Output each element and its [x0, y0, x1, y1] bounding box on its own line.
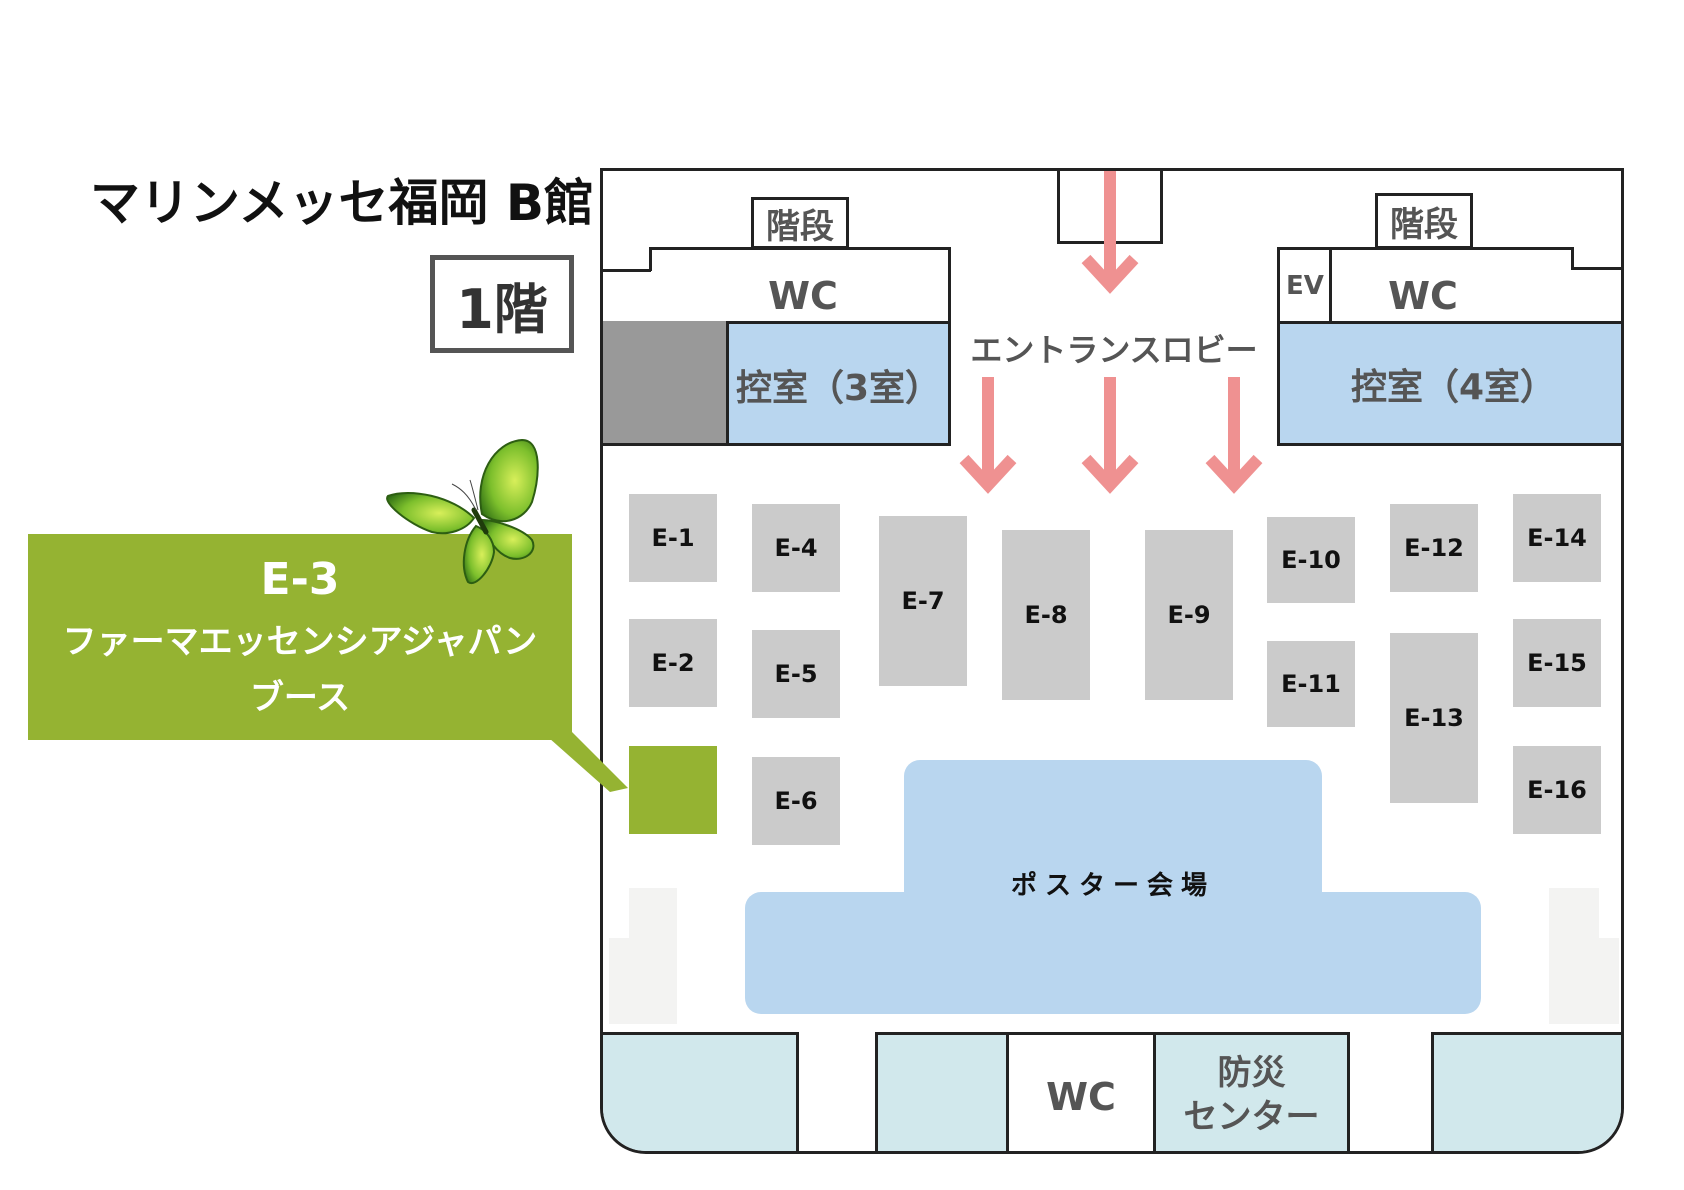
entrance-arrow-icon: [1081, 254, 1139, 294]
callout-booth-id: E-3: [260, 554, 340, 605]
entrance-lobby-label: エントランスロビー: [970, 331, 1258, 369]
lower-room-right: [1431, 1032, 1621, 1151]
booth-e-13[interactable]: E-13: [1390, 633, 1478, 803]
waiting-room-right-label: 控室（4室）: [1350, 366, 1557, 408]
booth-e-9[interactable]: E-9: [1145, 530, 1233, 700]
wall: [1277, 321, 1621, 324]
booth-e-11[interactable]: E-11: [1267, 641, 1355, 727]
disaster-center-label-1: 防災: [1217, 1052, 1286, 1093]
waiting-room-right: 控室（4室）: [1280, 324, 1621, 443]
side-stairs-right: [1595, 938, 1619, 1024]
wall: [603, 269, 651, 272]
booth-e-3-highlight[interactable]: [629, 746, 717, 834]
booth-e-2[interactable]: E-2: [629, 619, 717, 707]
wall: [649, 247, 652, 271]
side-stairs-left: [629, 888, 677, 1024]
wc-bottom: WC: [1006, 1032, 1156, 1151]
entrance-arrow-icon: [1081, 454, 1139, 494]
stairs-right: 階段: [1375, 193, 1473, 249]
lower-room-left: [603, 1032, 799, 1151]
wc-bottom-label: WC: [1046, 1075, 1116, 1119]
floor-plan: WC 階段 控室（3室） EV WC 階段 控室（4室） エントランスロビー: [600, 168, 1624, 1154]
side-stairs-right: [1549, 888, 1599, 1024]
side-stairs-left: [609, 938, 633, 1024]
waiting-room-left: 控室（3室）: [729, 324, 948, 445]
wall: [1277, 247, 1280, 445]
wall: [1571, 247, 1574, 269]
wall: [1571, 267, 1621, 270]
venue-title: マリンメッセ福岡 B館: [90, 174, 595, 232]
stairs-left-label: 階段: [766, 206, 834, 247]
booth-e-1[interactable]: E-1: [629, 494, 717, 582]
booth-e-15[interactable]: E-15: [1513, 619, 1601, 707]
callout-exhibitor-name: ファーマエッセンシアジャパン: [62, 622, 538, 662]
poster-area-label: ポスター会場: [1010, 870, 1215, 901]
floor-label: 1階: [430, 255, 574, 353]
wc-right-label: WC: [1388, 274, 1458, 318]
callout-booth-suffix: ブース: [249, 678, 351, 718]
booth-e-5[interactable]: E-5: [752, 630, 840, 718]
disaster-center: 防災 センター: [1153, 1032, 1350, 1151]
poster-area-bottom: [745, 892, 1481, 1014]
booth-e-8[interactable]: E-8: [1002, 530, 1090, 700]
entrance-arrow-icon: [959, 454, 1017, 494]
butterfly-icon: [386, 438, 539, 585]
elevator-label: EV: [1286, 271, 1324, 301]
waiting-room-left-label: 控室（3室）: [735, 367, 942, 409]
booth-e-4[interactable]: E-4: [752, 504, 840, 592]
wall: [948, 247, 951, 445]
booth-e-7[interactable]: E-7: [879, 516, 967, 686]
wall: [603, 321, 951, 324]
booth-e-10[interactable]: E-10: [1267, 517, 1355, 603]
entrance-arrow-icon: [1205, 454, 1263, 494]
booth-e-12[interactable]: E-12: [1390, 504, 1478, 592]
entrance-arrows: [959, 171, 1263, 494]
wall: [1329, 247, 1332, 323]
lower-room-center-left: [875, 1032, 1009, 1151]
wall: [1277, 443, 1621, 446]
poster-area-top: [904, 760, 1322, 910]
wc-left-label: WC: [768, 274, 838, 318]
booth-e-14[interactable]: E-14: [1513, 494, 1601, 582]
disaster-center-label-2: センター: [1183, 1096, 1320, 1137]
wall: [603, 443, 951, 446]
stairs-left: 階段: [751, 197, 849, 249]
stairs-right-label: 階段: [1390, 204, 1458, 245]
callout-pointer: [540, 730, 628, 792]
storage-block: [603, 321, 729, 445]
booth-e-16[interactable]: E-16: [1513, 746, 1601, 834]
booth-e-6[interactable]: E-6: [752, 757, 840, 845]
